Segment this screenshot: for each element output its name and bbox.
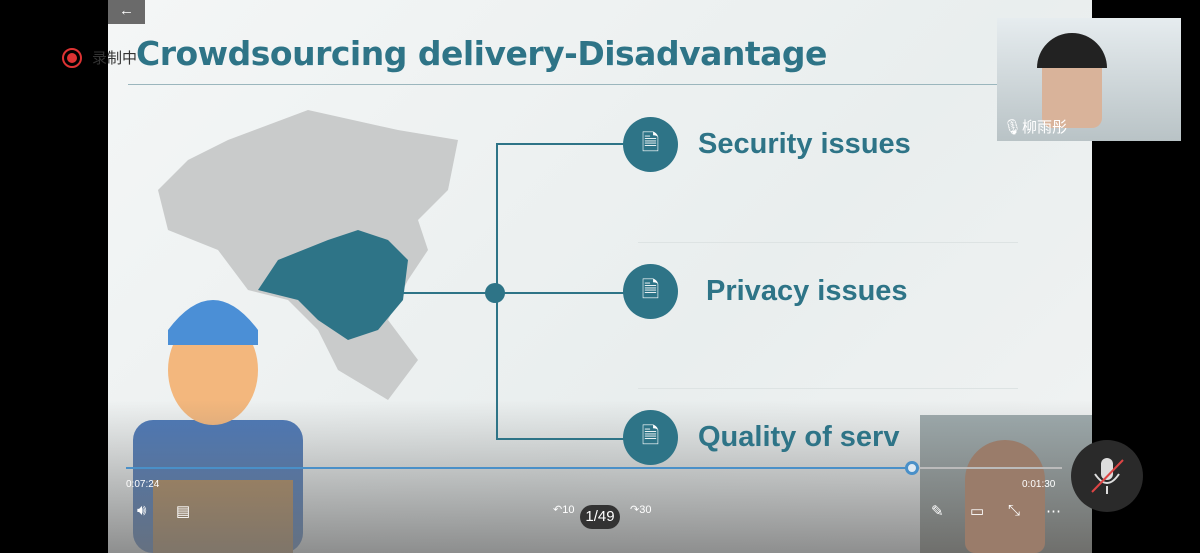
- pen-icon[interactable]: ✎: [931, 503, 944, 520]
- captions-icon[interactable]: ▤: [176, 503, 191, 520]
- connector: [496, 143, 626, 145]
- progress-knob[interactable]: [905, 461, 919, 475]
- back-button[interactable]: ←: [108, 0, 145, 24]
- volume-icon[interactable]: 🔊︎: [137, 502, 147, 519]
- progress-bar[interactable]: [126, 467, 912, 469]
- item-security: 🗎 Security issues: [623, 117, 911, 172]
- connector-node: [485, 283, 505, 303]
- rewind-icon[interactable]: ↶10: [553, 504, 575, 516]
- page-indicator[interactable]: 1/49: [580, 505, 620, 529]
- recording-label: 录制中: [92, 50, 138, 67]
- item-label: Quality of serv: [698, 421, 900, 453]
- picture-in-picture-icon[interactable]: ▭: [970, 503, 985, 520]
- record-icon: [62, 47, 82, 68]
- remaining-time: 0:01:30: [1022, 479, 1056, 490]
- connector: [496, 438, 626, 440]
- participant-video[interactable]: 🎙柳雨彤: [997, 18, 1181, 141]
- participant-name-label: 柳雨彤: [1022, 119, 1068, 136]
- mic-icon: 🎙: [1003, 119, 1023, 136]
- slide-title: Crowdsourcing delivery-Disadvantage: [136, 34, 827, 73]
- forward-icon[interactable]: ↷30: [630, 504, 652, 516]
- elapsed-time: 0:07:24: [126, 479, 160, 490]
- document-check-icon: 🗎: [623, 264, 678, 319]
- recording-indicator: 录制中: [62, 47, 137, 68]
- item-label: Security issues: [698, 128, 911, 160]
- forward-seconds: 30: [639, 504, 652, 516]
- more-icon[interactable]: ⋯: [1046, 503, 1061, 520]
- collapse-icon[interactable]: ⤡: [1008, 502, 1021, 519]
- item-privacy: 🗎 Privacy issues: [623, 264, 908, 319]
- item-label: Privacy issues: [706, 275, 908, 307]
- rewind-seconds: 10: [562, 504, 575, 516]
- progress-track[interactable]: [912, 467, 1062, 469]
- divider: [638, 242, 1018, 243]
- participant-name: 🎙柳雨彤: [1003, 116, 1067, 137]
- presentation-slide: Crowdsourcing delivery-Disadvantage 🗎 Se…: [108, 0, 1092, 553]
- mute-mic-button[interactable]: [1071, 440, 1143, 512]
- divider: [638, 388, 1018, 389]
- item-quality: 🗎 Quality of serv: [623, 410, 899, 465]
- title-divider: [128, 84, 1028, 85]
- asia-map-illustration: [158, 110, 458, 400]
- self-video[interactable]: [920, 415, 1092, 553]
- document-check-icon: 🗎: [623, 117, 678, 172]
- mic-off-icon: [1091, 458, 1124, 494]
- document-check-icon: 🗎: [623, 410, 678, 465]
